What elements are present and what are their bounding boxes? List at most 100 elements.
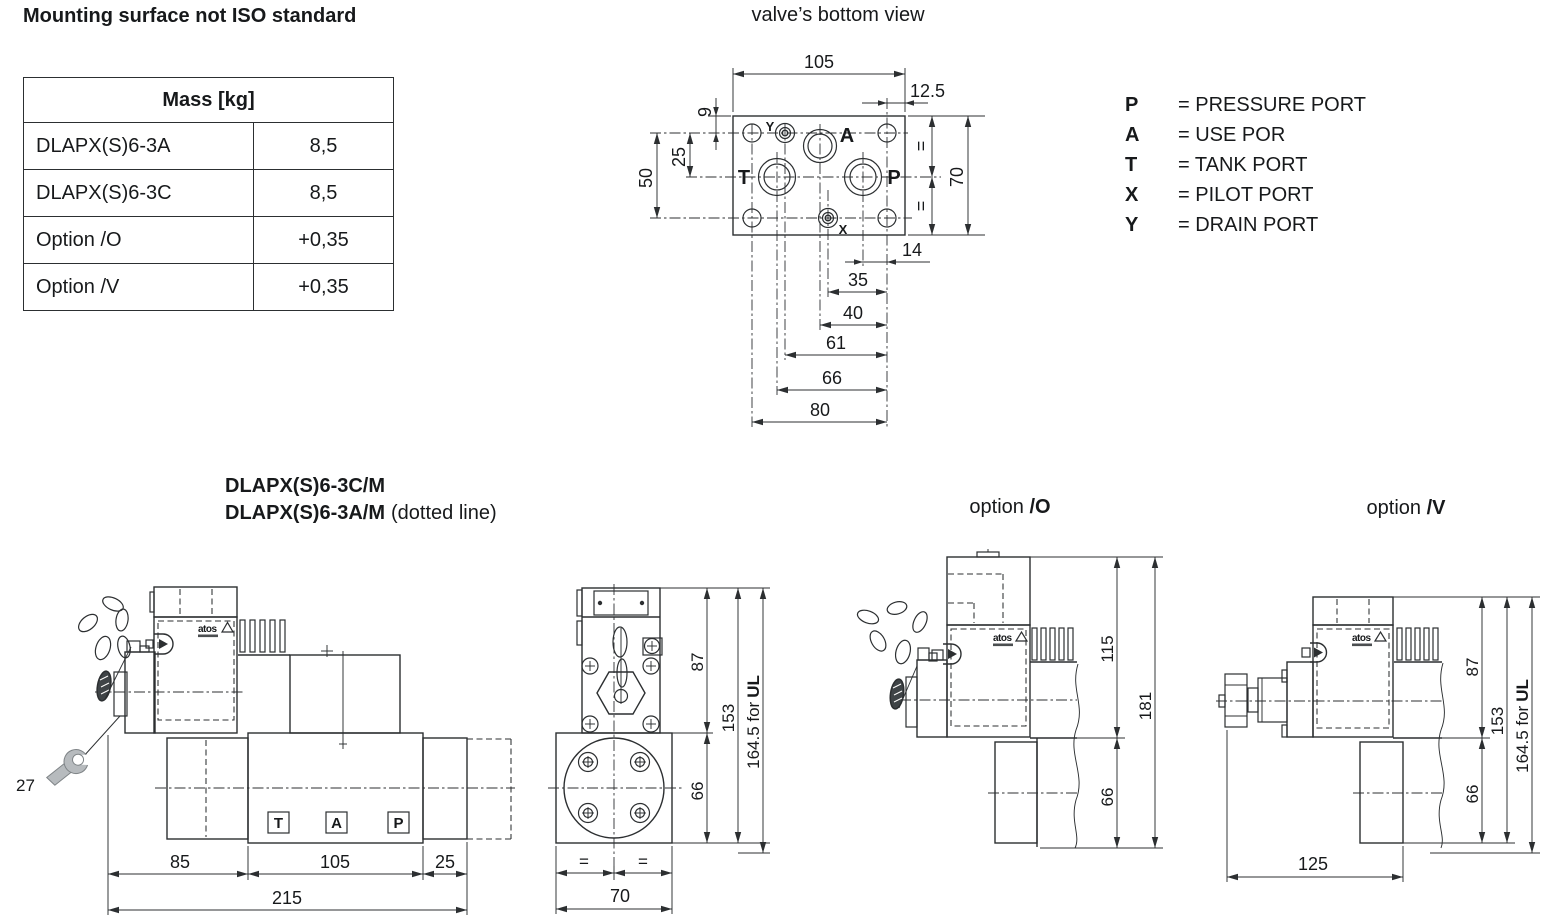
manual-override-lobe	[1310, 642, 1328, 663]
option-o-title: option /O	[969, 496, 1051, 518]
legend-row: A = USE POR	[1125, 120, 1366, 150]
port-label-t: T	[738, 167, 750, 189]
table-row: Option /O +0,35	[24, 217, 393, 264]
solenoid-assembly	[900, 549, 1077, 738]
body-port-p: P	[393, 815, 403, 832]
legend-row: X = PILOT PORT	[1125, 180, 1366, 210]
bolt-hole	[629, 751, 651, 773]
dim-105: 105	[320, 852, 350, 872]
equal-mark: =	[911, 201, 931, 212]
dim-35: 35	[848, 270, 868, 290]
mass-value: +0,35	[298, 228, 349, 251]
bolt-hole	[577, 751, 599, 773]
mounting-holes	[742, 123, 897, 228]
manual-override-lobe	[154, 633, 174, 655]
dim-66: 66	[688, 782, 707, 801]
solenoid-assembly	[1216, 596, 1442, 738]
dim-181: 181	[1136, 692, 1155, 720]
heat-sink-fins	[1030, 627, 1077, 663]
dim-87: 87	[688, 653, 707, 672]
ports-legend: P = PRESSURE PORT A = USE POR T = TANK P…	[1125, 90, 1366, 240]
centerlines	[650, 98, 941, 427]
mass-value: 8,5	[309, 181, 338, 204]
wrench-size-label: 27	[16, 776, 35, 795]
dimensions: 87 66 153 164.5 forUL 125	[1226, 596, 1540, 882]
port-x	[817, 207, 839, 229]
dim-12.5: 12.5	[910, 81, 945, 101]
dim-115: 115	[1098, 635, 1117, 662]
valve-body: T A P	[155, 732, 515, 844]
dim-70: 70	[947, 167, 967, 187]
dimensions: 115 66 181	[1030, 556, 1163, 849]
model-label: Option /O	[24, 217, 254, 263]
solenoid-assembly	[95, 586, 243, 734]
wrench-callout: 27	[16, 715, 121, 795]
port-labels: Y A T P X	[738, 119, 901, 237]
heat-sink-fins	[238, 619, 290, 656]
port-description: = DRAIN PORT	[1178, 213, 1319, 236]
arrow-icon	[159, 639, 168, 649]
chain-icon	[856, 601, 928, 710]
dim-25: 25	[669, 147, 689, 167]
model-code: DLAPX(S)6-3A/M	[225, 502, 386, 524]
table-row: DLAPX(S)6-3A 8,5	[24, 123, 393, 170]
port-description: = USE POR	[1178, 123, 1286, 146]
dim-164.5-ul: 164.5 forUL	[1513, 679, 1532, 773]
dim-61: 61	[826, 333, 846, 353]
valve-front	[576, 587, 663, 734]
port-description: = TANK PORT	[1178, 153, 1308, 176]
dim-164.5-ul: 164.5 forUL	[744, 675, 763, 769]
side-view-drawing: atos	[16, 586, 515, 915]
body-port-t: T	[274, 815, 283, 832]
bottom-view-caption: valve’s bottom view	[751, 4, 925, 26]
port-symbol: Y	[1125, 213, 1139, 236]
svg-text:atos: atos	[1352, 633, 1372, 644]
dimensions: 87 66 153 164.5 forUL = = 70	[555, 587, 770, 914]
model-label: DLAPX(S)6-3C	[24, 170, 254, 216]
chain-front-icon	[612, 626, 629, 704]
break-line	[1438, 662, 1445, 849]
solenoid-end-cap	[905, 647, 948, 738]
dim-40: 40	[843, 303, 863, 323]
hand-knob	[1218, 661, 1314, 738]
dim-9: 9	[695, 107, 715, 117]
dotted-line-variant-outline	[157, 620, 235, 721]
bolt-hole	[629, 802, 651, 824]
chain-icon	[77, 596, 132, 702]
atos-logo: atos	[1352, 630, 1388, 647]
solenoid-end-cap	[113, 633, 174, 734]
equal-mark: =	[911, 141, 931, 152]
port-t	[757, 157, 797, 197]
dim-70: 70	[610, 886, 630, 906]
model-label: DLAPX(S)6-3A	[24, 123, 254, 169]
page-title: Mounting surface not ISO standard	[23, 5, 357, 27]
port-a	[802, 128, 838, 164]
heat-sink-fins	[1394, 627, 1442, 663]
arrow-icon	[948, 649, 957, 659]
mass-table: Mass [kg] DLAPX(S)6-3A 8,5 DLAPX(S)6-3C …	[23, 77, 394, 311]
mass-value: +0,35	[298, 275, 349, 298]
table-row: DLAPX(S)6-3C 8,5	[24, 170, 393, 217]
port-label-a: A	[840, 125, 854, 147]
equal-mark: =	[638, 852, 648, 871]
port-label-x: X	[839, 222, 848, 237]
port-symbol: P	[1125, 93, 1139, 116]
equal-mark: =	[579, 852, 589, 871]
dim-25: 25	[435, 852, 455, 872]
valve-body	[988, 663, 1080, 849]
subplate-flange	[548, 584, 682, 866]
dim-85: 85	[170, 852, 190, 872]
option-v-drawing: atos	[1216, 596, 1540, 882]
dim-66: 66	[822, 368, 842, 388]
port-description: = PRESSURE PORT	[1178, 93, 1367, 116]
port-description: = PILOT PORT	[1178, 183, 1314, 206]
mass-table-header: Mass [kg]	[24, 78, 393, 123]
mounting-plate	[732, 115, 906, 236]
break-line	[1073, 663, 1080, 849]
manual-override-lobe	[943, 643, 962, 665]
option-o-drawing: atos	[856, 549, 1163, 849]
port-symbol: T	[1125, 153, 1138, 176]
bolt-hole	[577, 802, 599, 824]
dim-153: 153	[719, 704, 738, 732]
